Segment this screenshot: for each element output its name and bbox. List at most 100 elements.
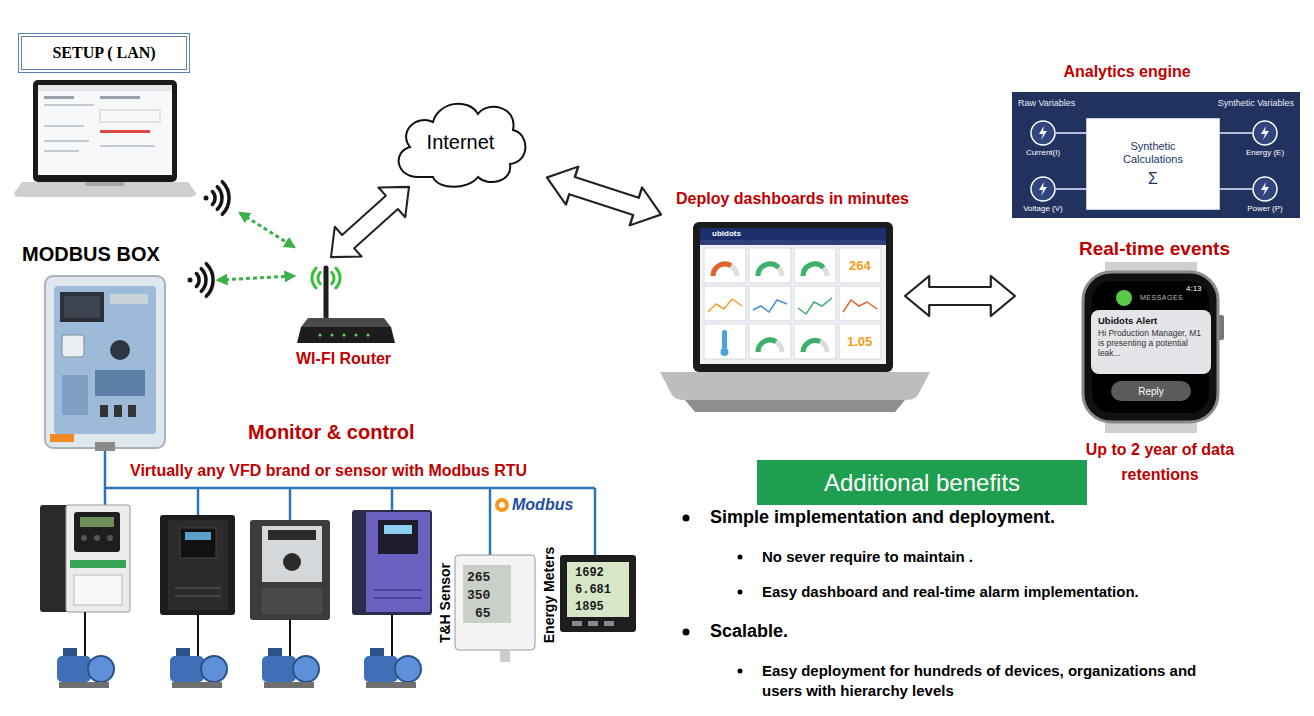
- wifi-router: [330, 333, 333, 336]
- pump-motor: [59, 682, 109, 688]
- cloud-label: Internet: [427, 131, 495, 154]
- pump-motor: [364, 656, 398, 682]
- modbus-bus: [104, 488, 107, 505]
- variable-icon: [1261, 126, 1269, 140]
- dashboard-laptop: [708, 298, 877, 314]
- modbus-logo-mark: [495, 498, 509, 512]
- bullet-dot: [738, 590, 743, 595]
- wireless-link: [218, 213, 294, 280]
- wifi-router: [318, 272, 320, 283]
- pump-motor: [201, 656, 227, 682]
- dashboard-laptop: [758, 264, 782, 276]
- flow-arrow: [905, 276, 1015, 316]
- dashboard-laptop: [704, 286, 746, 321]
- wifi-router: [366, 333, 369, 336]
- dashboard-laptop: [758, 340, 776, 352]
- vfd-drive: [81, 535, 87, 541]
- box-label: Synthetic Calculations: [1108, 140, 1198, 166]
- sub-bullet-text: No sever require to maintain .: [762, 548, 973, 565]
- protocol-logo-text: Modbus: [512, 496, 573, 514]
- pump-motor: [366, 682, 416, 688]
- motor-cable: [84, 612, 86, 656]
- modbus-box: [64, 296, 100, 318]
- vfd-drive: [250, 520, 330, 620]
- modbus-bus: [289, 488, 292, 520]
- dashboard-laptop: [803, 264, 824, 276]
- setup-laptop: [44, 150, 79, 152]
- dashboard-laptop: [660, 222, 930, 412]
- wifi-symbol: [201, 269, 206, 292]
- pump-motor: [170, 656, 204, 682]
- connector-line: [1056, 188, 1086, 190]
- setup-laptop: [85, 182, 125, 186]
- modbus-box: [114, 405, 122, 417]
- benefits-band: Additional benefits: [757, 460, 1087, 505]
- connector-line: [1220, 132, 1252, 134]
- modbus-logo-mark: [495, 498, 509, 512]
- motor-cable: [391, 615, 393, 656]
- flow-arrow: [541, 158, 667, 233]
- dashboard-laptop: [758, 264, 779, 276]
- modbus-logo-mark: [499, 502, 505, 508]
- device-label: WI-FI Router: [296, 350, 391, 368]
- vfd-drive: [262, 588, 322, 614]
- setup-laptop: [100, 130, 150, 133]
- pump-motor: [262, 648, 319, 688]
- message-title: Ubidots Alert: [1098, 315, 1157, 326]
- dashboard-laptop: [700, 228, 886, 364]
- variable-icon: [1252, 120, 1278, 146]
- dashboard-laptop: [704, 324, 746, 359]
- pump-motor: [262, 656, 296, 682]
- wifi-symbol: [188, 182, 230, 297]
- variable-circle: Power (P): [1252, 176, 1278, 202]
- pump-motor: [268, 648, 282, 656]
- pump-motor: [264, 682, 314, 688]
- dashboard-laptop: [843, 300, 877, 312]
- vfd-drive: [262, 526, 322, 582]
- motor-cable: [289, 620, 291, 656]
- wifi-router: [297, 268, 395, 343]
- display-value: 265: [467, 570, 490, 586]
- modbus-box: [54, 286, 156, 434]
- smartwatch: [1116, 290, 1132, 306]
- wifi-symbol: [212, 192, 215, 205]
- modbus-box: [62, 335, 84, 357]
- pump-motor: [57, 648, 421, 688]
- variable-circle: Energy (E): [1252, 120, 1278, 146]
- modbus-box: [62, 375, 88, 415]
- vfd-drive: [374, 597, 422, 599]
- pump-motor: [57, 648, 114, 688]
- button-label: Reply: [1138, 386, 1164, 397]
- dashboard-laptop: [722, 330, 727, 350]
- setup-laptop: [100, 96, 140, 99]
- display-value: 6.681: [575, 583, 611, 598]
- column-heading: Synthetic Variables: [1218, 98, 1294, 108]
- variable-icon: [1030, 120, 1056, 146]
- modbus-bus: [391, 488, 394, 510]
- motor-cable: [197, 615, 199, 656]
- vfd-drive: [40, 505, 130, 612]
- variable-icon: [1252, 176, 1278, 202]
- bullet-dot: [683, 629, 690, 636]
- variable-icon: [1039, 126, 1047, 140]
- variable-circle: Voltage (V): [1030, 176, 1056, 202]
- wifi-router: [336, 268, 340, 288]
- sub-bullet-text: Easy deployment for hundreds of devices,…: [762, 661, 1212, 701]
- variable-label: Energy (E): [1225, 148, 1305, 157]
- device-label: Energy Meters: [541, 545, 557, 645]
- vfd-drive: [366, 512, 430, 612]
- watch-app-name: MESSAGES: [1140, 294, 1183, 301]
- vfd-drive: [40, 505, 432, 620]
- motor-cable: [85, 612, 392, 656]
- bus-caption: Virtually any VFD brand or sensor with M…: [130, 462, 527, 480]
- wifi-symbol: [222, 182, 229, 215]
- wifi-router: [297, 327, 395, 343]
- energy-meter: [560, 555, 636, 632]
- energy-meter: [572, 621, 582, 626]
- bullet-dot: [683, 515, 690, 522]
- dashboard-laptop: [713, 264, 737, 276]
- dashboard-laptop: [693, 222, 893, 372]
- variable-icon: [1030, 176, 1056, 202]
- flow-arrow: [318, 172, 423, 272]
